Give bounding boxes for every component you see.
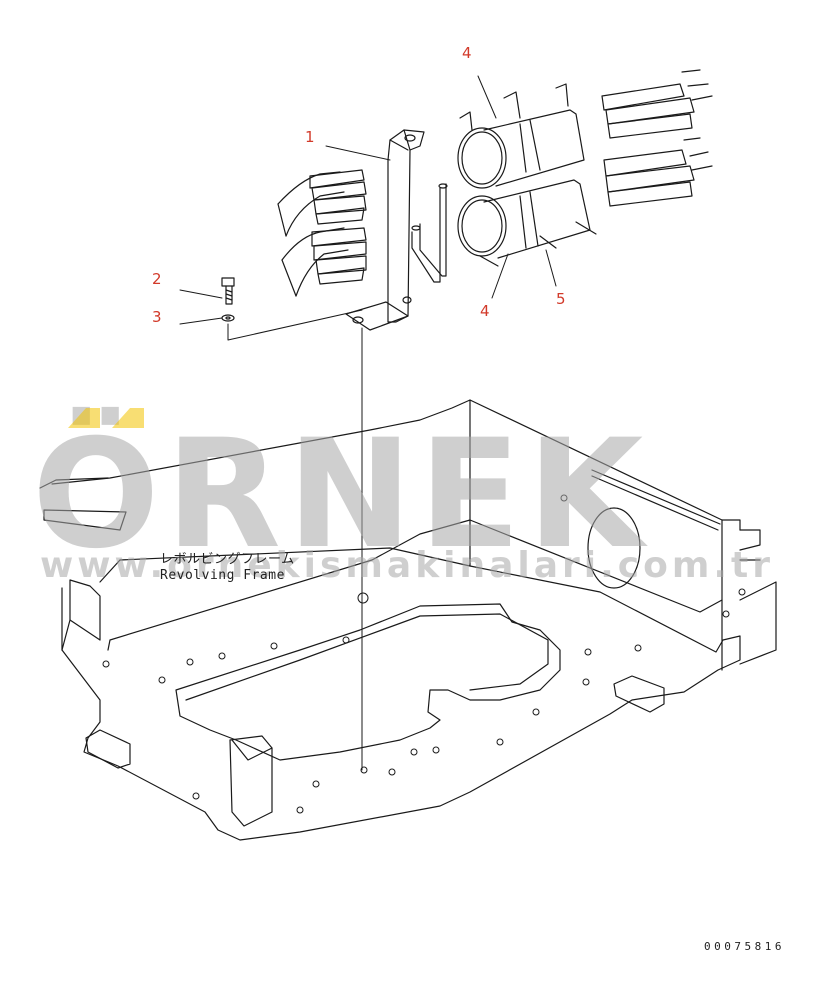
- watermark-brand: ÖRNEK: [32, 420, 649, 570]
- callout-4-top: 4: [462, 44, 472, 62]
- watermark-brand-text: ÖRNEK: [32, 408, 650, 582]
- document-number: 00075816: [704, 940, 785, 953]
- hose-assemblies-left: [277, 169, 367, 297]
- hose-assemblies-right: [601, 69, 713, 207]
- callout-4-bottom: 4: [480, 302, 490, 320]
- callout-5: 5: [556, 290, 566, 308]
- leader-lines: [179, 75, 557, 771]
- bolt-part-2: [221, 277, 235, 305]
- watermark-accent-right: [112, 408, 144, 428]
- revolving-frame: [39, 399, 777, 841]
- callout-3: 3: [152, 308, 162, 326]
- watermark-url: www.ornekismakinalari.com.tr: [40, 548, 774, 584]
- frame-label-jp: レボルビングフレーム: [160, 552, 295, 567]
- callout-1: 1: [305, 128, 315, 146]
- cylinder-parts-4: [457, 83, 597, 267]
- frame-label: レボルビングフレーム Revolving Frame: [160, 552, 295, 585]
- frame-label-en: Revolving Frame: [160, 568, 285, 584]
- callout-2: 2: [152, 270, 162, 288]
- watermark-accent-left: [68, 408, 100, 428]
- watermark-url-text: www.ornekismakinalari.com.tr: [40, 545, 775, 586]
- bracket-part-1: [345, 129, 448, 331]
- washer-part-3: [221, 314, 235, 322]
- watermark-accent-marks: [68, 408, 144, 428]
